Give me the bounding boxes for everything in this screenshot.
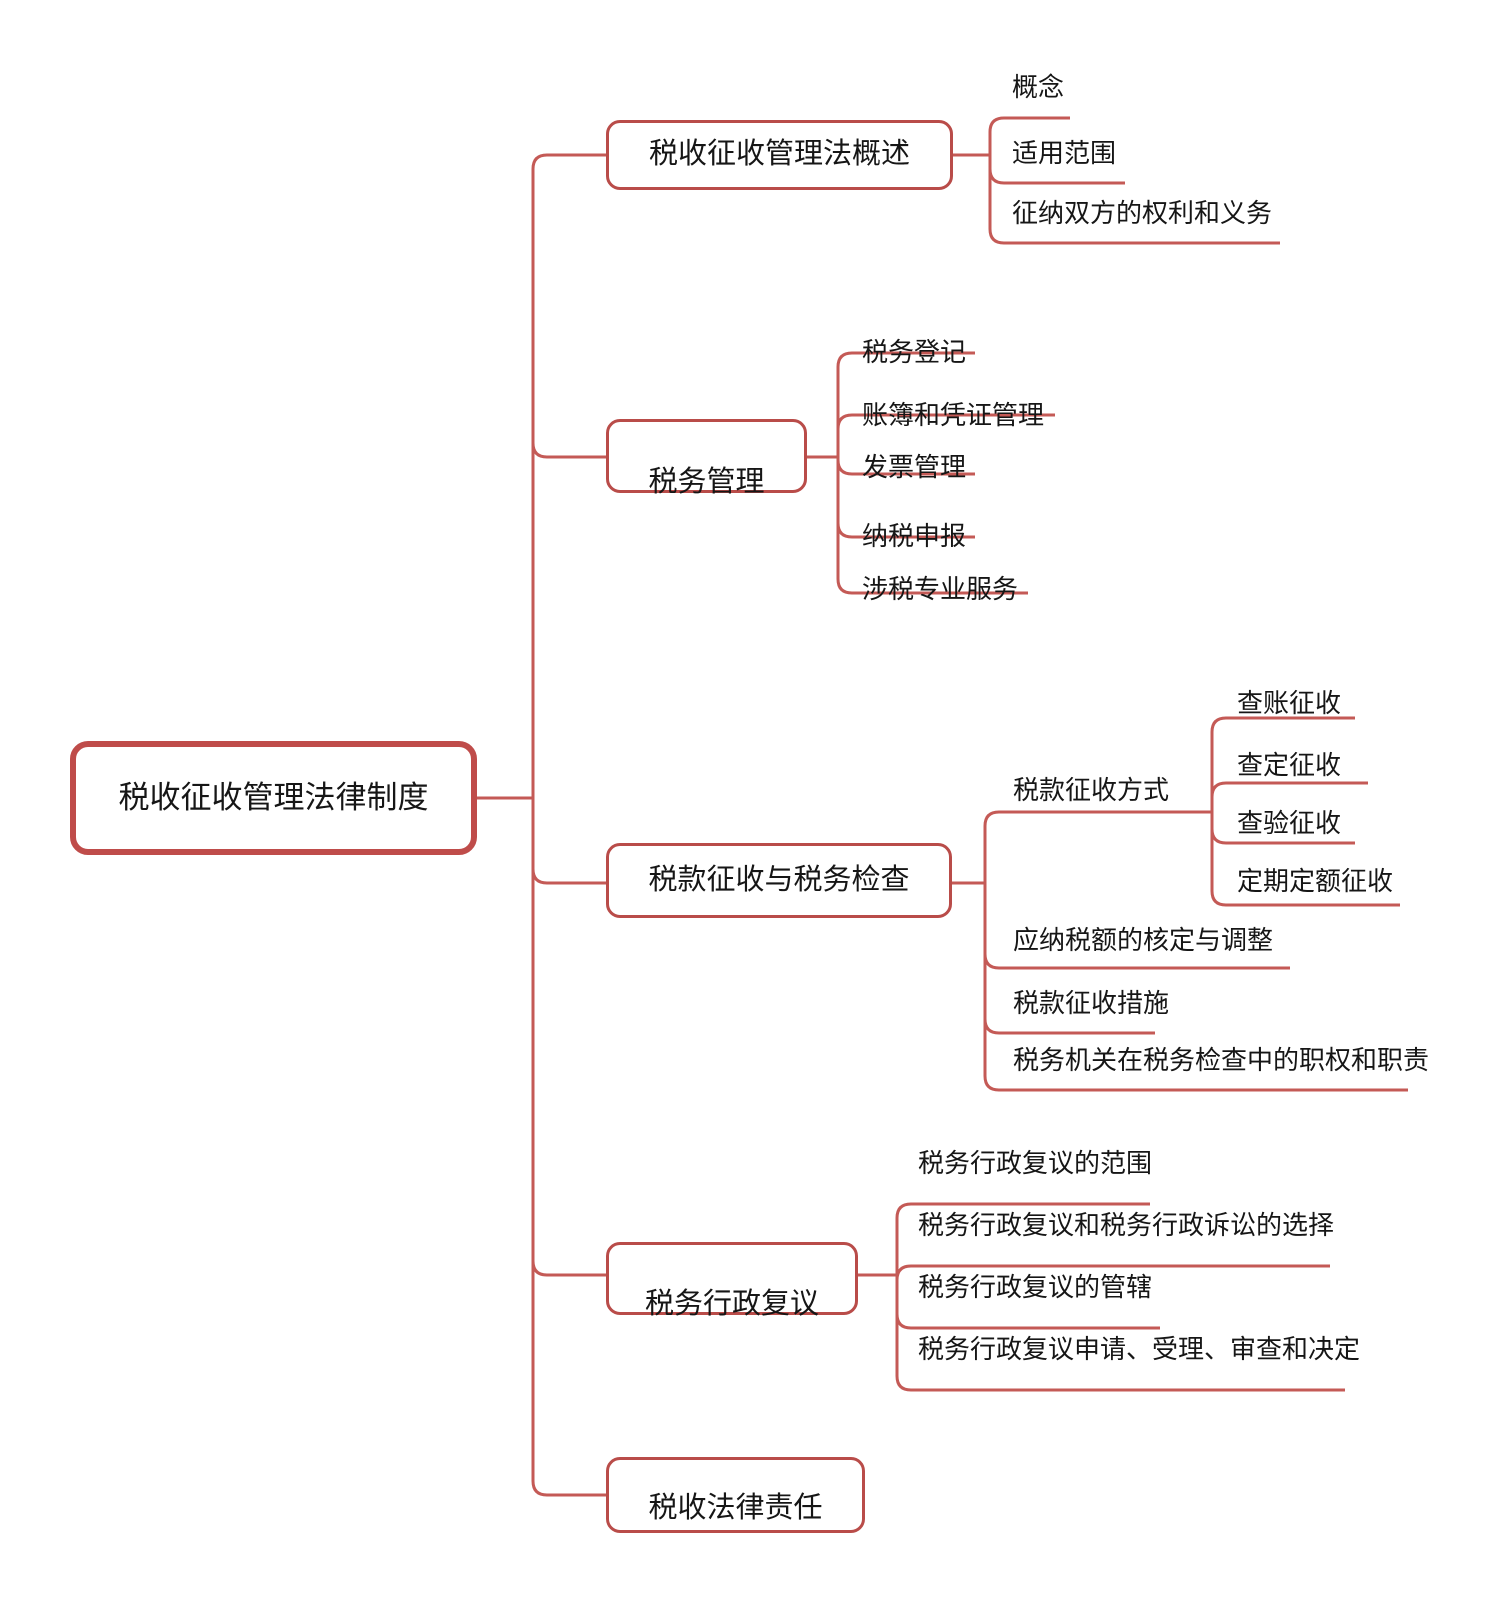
leaf-node[interactable]: 税款征收方式	[1013, 775, 1170, 805]
branch-administrative-review-label: 税务行政复议	[644, 1287, 819, 1320]
branch-tax-administration-label: 税务管理	[648, 465, 765, 498]
leaf-node[interactable]: 税务行政复议和税务行政诉讼的选择	[918, 1210, 1335, 1240]
leaf-node[interactable]: 发票管理	[862, 452, 967, 482]
branch-collection-inspection-label: 税款征收与税务检查	[648, 863, 910, 896]
branch-2-links	[807, 351, 1055, 595]
branch-administrative-review[interactable]: 税务行政复议	[606, 1242, 858, 1320]
leaf-node[interactable]: 征纳双方的权利和义务	[1012, 198, 1273, 228]
leaf-node[interactable]: 税款征收措施	[1013, 988, 1170, 1018]
main-trunk-links	[477, 153, 606, 1497]
branch-overview-label: 税收征收管理法概述	[648, 138, 910, 171]
leaf-node[interactable]: 概念	[1012, 72, 1065, 102]
leaf-node[interactable]: 适用范围	[1012, 138, 1117, 168]
leaf-node[interactable]: 定期定额征收	[1237, 866, 1394, 896]
leaf-node[interactable]: 税务行政复议的管辖	[918, 1272, 1153, 1302]
node-root-label: 税收征收管理法律制度	[118, 780, 429, 816]
branch-tax-administration[interactable]: 税务管理	[606, 419, 807, 498]
leaf-node[interactable]: 账簿和凭证管理	[862, 400, 1045, 430]
leaf-node[interactable]: 税务行政复议的范围	[918, 1148, 1153, 1178]
leaf-node[interactable]: 查账征收	[1237, 688, 1342, 718]
branch-3-links	[952, 810, 1408, 1092]
leaf-node[interactable]: 税务行政复议申请、受理、审查和决定	[918, 1334, 1361, 1364]
node-root[interactable]: 税收征收管理法律制度	[70, 741, 477, 855]
branch-overview[interactable]: 税收征收管理法概述	[606, 120, 953, 190]
leaf-node[interactable]: 税务机关在税务检查中的职权和职责	[1013, 1045, 1430, 1075]
branch-1-links	[953, 116, 1280, 245]
leaf-node[interactable]: 应纳税额的核定与调整	[1013, 925, 1274, 955]
branch-4-links	[858, 1202, 1345, 1392]
branch-3-sub-links	[1210, 716, 1400, 907]
leaf-node[interactable]: 纳税申报	[862, 521, 967, 551]
branch-legal-liability[interactable]: 税收法律责任	[606, 1457, 865, 1533]
leaf-node[interactable]: 涉税专业服务	[862, 574, 1019, 604]
branch-collection-inspection[interactable]: 税款征收与税务检查	[606, 843, 952, 918]
branch-legal-liability-label: 税收法律责任	[648, 1491, 823, 1524]
leaf-node[interactable]: 查验征收	[1237, 808, 1342, 838]
leaf-node[interactable]: 税务登记	[862, 337, 967, 367]
leaf-node[interactable]: 查定征收	[1237, 750, 1342, 780]
